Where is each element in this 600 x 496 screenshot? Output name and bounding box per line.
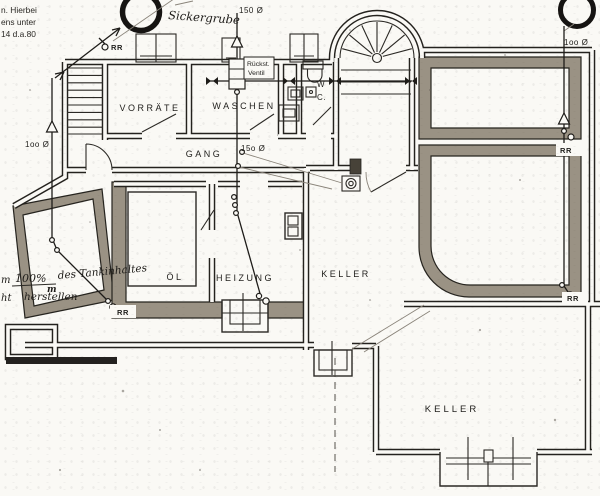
exterior-stair-base <box>6 357 117 364</box>
sickergrube-symbol <box>112 0 194 42</box>
margin-note-line-3: 14 d.a.80 <box>1 29 36 39</box>
drainage-pipes <box>45 0 596 311</box>
walls-inner-pass <box>6 11 600 454</box>
tank-note-percent: 100% <box>15 272 46 285</box>
room-upper-right-walls <box>418 56 582 140</box>
heating-room-bottom-wall <box>267 301 307 319</box>
margin-note-line-1: n. Hierbei <box>1 5 37 15</box>
margin-note-line-2: ens unter <box>1 17 36 27</box>
straight-stair <box>67 67 103 135</box>
room-label-vorraete: VORRÄTE <box>119 103 180 113</box>
valve-bowtie <box>206 77 218 85</box>
valve-bowtie <box>283 77 295 85</box>
tank-note-m2: m <box>47 285 57 295</box>
tank-note-line2: herstellen <box>24 291 78 303</box>
rain-pipe-left <box>45 27 121 311</box>
scan-noise <box>29 29 581 472</box>
tank-note-ht: ht <box>1 293 12 304</box>
valve-label-line1: Rückst. <box>247 61 270 68</box>
doors <box>85 106 407 231</box>
pipe-dia-150-gang: 15o Ø <box>241 144 265 153</box>
duct <box>349 158 362 175</box>
window-wells <box>135 33 538 487</box>
valve-label-box <box>243 56 275 80</box>
room-label-heizung: HEIZUNG <box>216 273 274 283</box>
room-lower-right-walls <box>418 144 582 298</box>
room-label-keller-bottom: KELLER <box>425 404 479 415</box>
room-label-oel: ÖL <box>166 272 183 282</box>
pipe-dia-150-top: 150 Ø <box>239 6 263 15</box>
pipe-dia-100-right: 1oo Ø <box>564 38 588 47</box>
rr-label-top-left: RR <box>111 43 123 52</box>
sewage-pipe-150 <box>206 13 417 305</box>
room-label-wc-w: W <box>317 80 325 89</box>
valve-label-line2: Ventil <box>248 70 265 77</box>
rr-label-right-lower: RR <box>567 294 579 303</box>
spiral-stair <box>339 20 415 95</box>
backflow-valve <box>228 56 275 90</box>
valve-bowtie <box>405 77 417 85</box>
room-label-waschen: WASCHEN <box>212 101 275 111</box>
room-label-gang: GANG <box>186 149 223 159</box>
room-label-keller-mid: KELLER <box>321 269 371 279</box>
chimney <box>284 212 303 240</box>
tank-note-m1: m <box>1 275 10 286</box>
laundry-appliances <box>278 86 304 122</box>
room-label-wc-c: C. <box>317 93 326 102</box>
walls <box>4 9 600 456</box>
construction-lines <box>351 304 431 353</box>
label-backings <box>110 143 588 318</box>
fixtures <box>127 60 431 472</box>
valve-bowtie <box>329 77 341 85</box>
labels: n. Hierbei ens unter 14 d.a.80 Sickergru… <box>1 5 588 415</box>
rr-label-right-upper: RR <box>560 146 572 155</box>
sink-icon <box>305 86 317 98</box>
sickergrube-note: Sickergrube <box>168 8 241 27</box>
toilet-icon <box>302 60 324 83</box>
rr-label-bottom-left: RR <box>117 308 129 317</box>
well-mullion <box>483 449 494 463</box>
pipe-dia-100-left: 1oo Ø <box>25 140 49 149</box>
floor-drain <box>341 175 361 192</box>
oil-tank <box>127 191 197 287</box>
